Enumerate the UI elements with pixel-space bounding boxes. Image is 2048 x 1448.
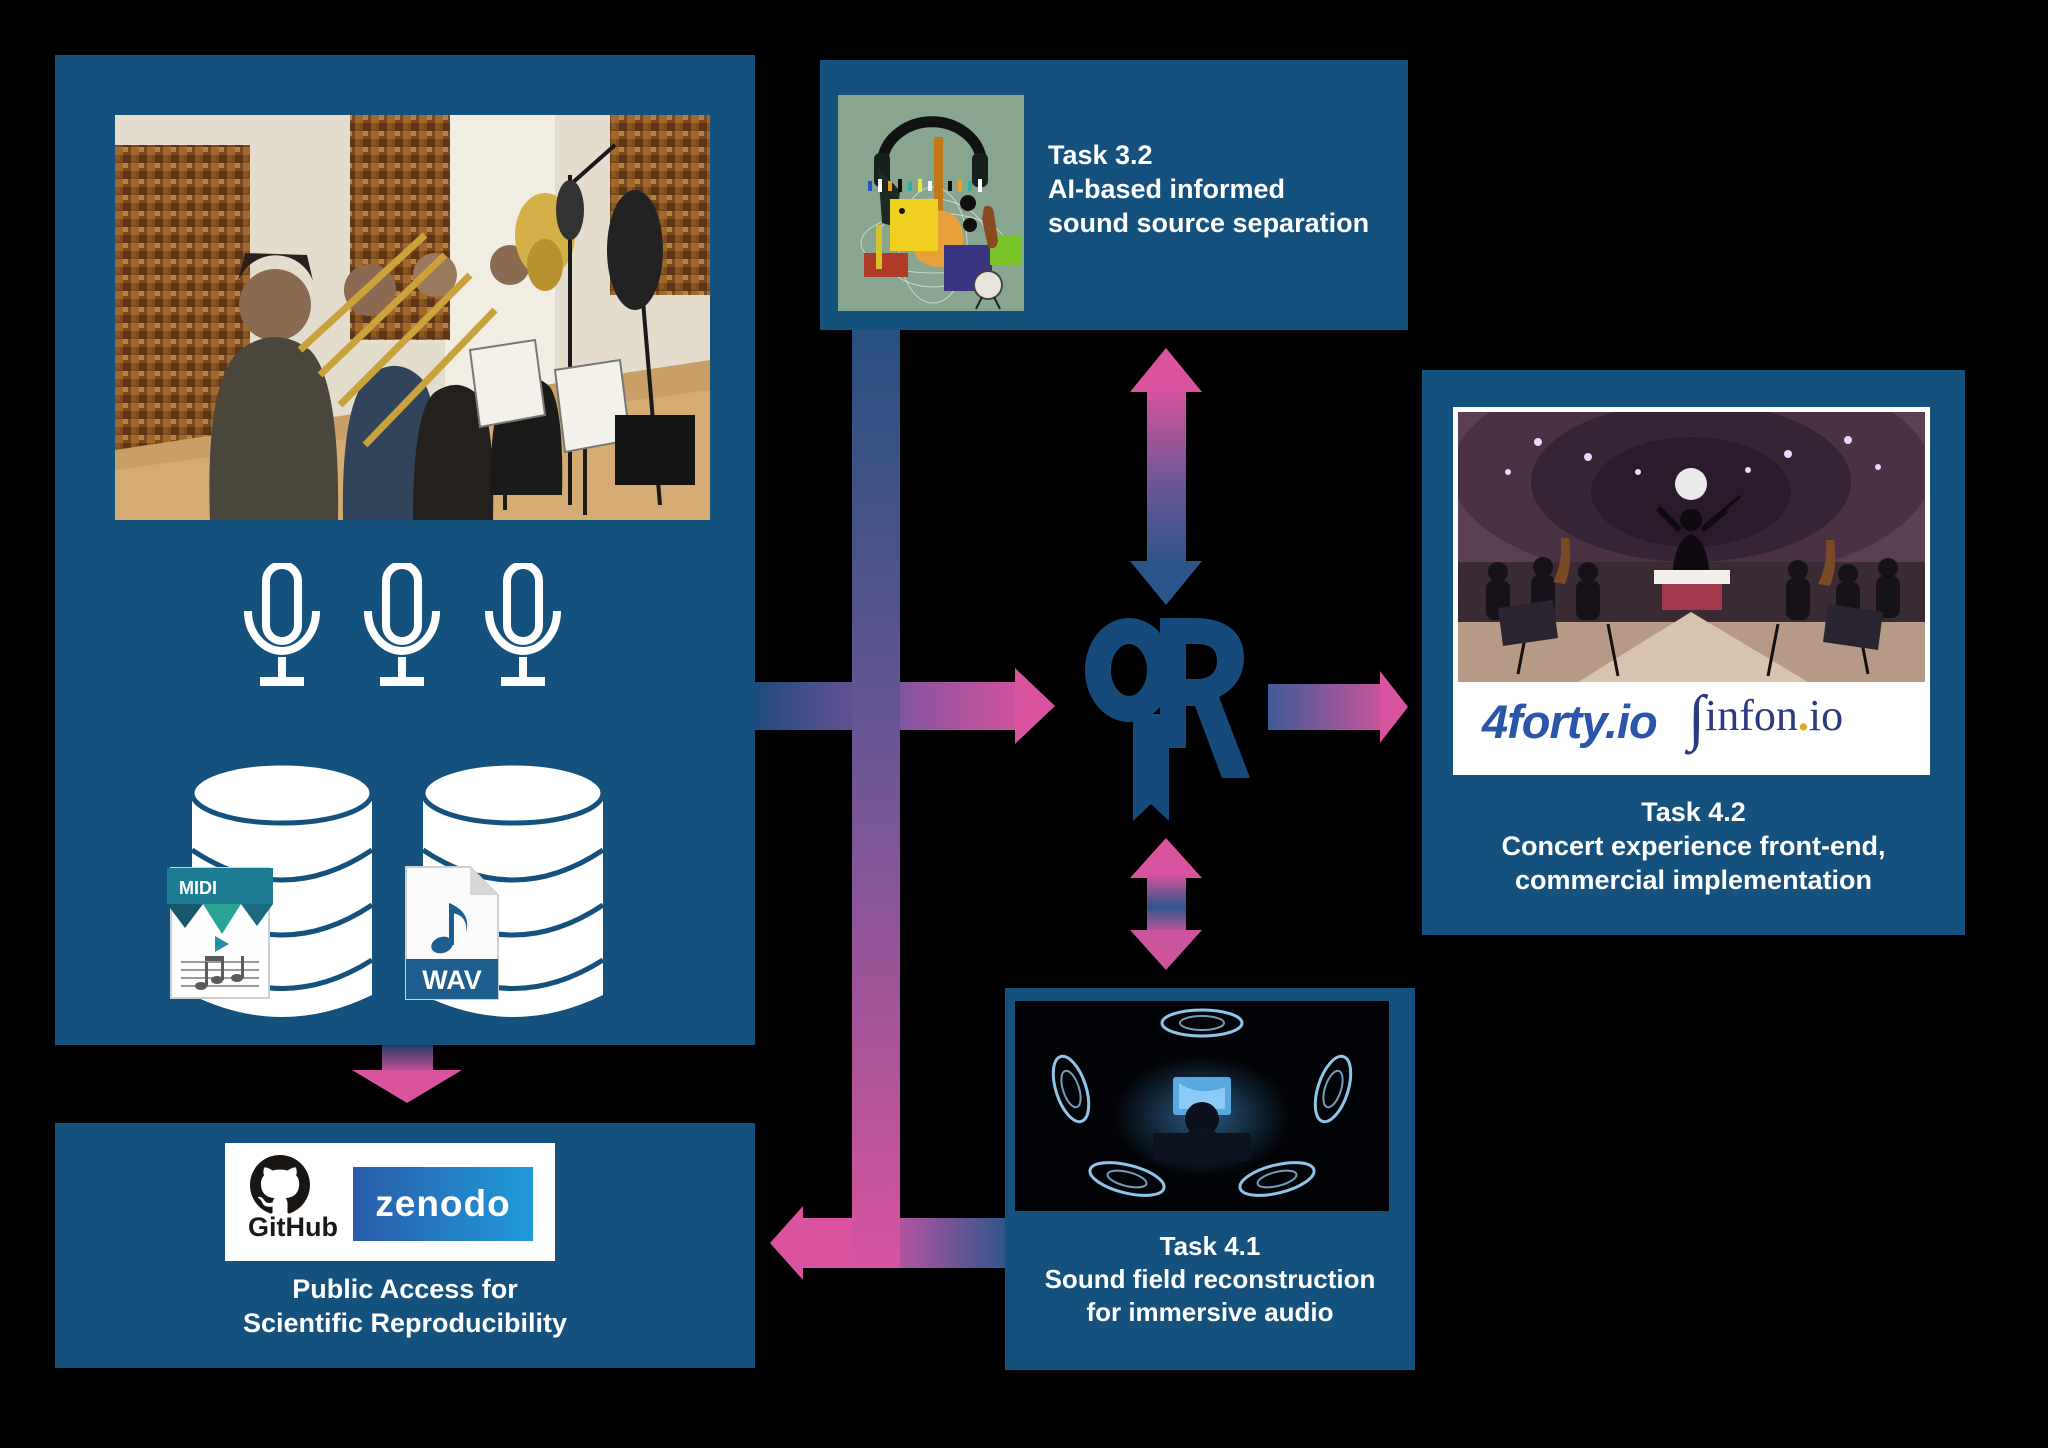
cello [1818,540,1836,586]
drum [973,270,1003,300]
task41-line2: Sound field reconstruction [1044,1264,1376,1294]
task42-title: Task 4.2 [1641,797,1746,827]
flow-bar-task32-down [852,330,900,1268]
trombones [297,232,498,448]
arrowhead-up [1130,348,1202,392]
public-access-box: GitHub zenodo Public Access for Scientif… [55,1123,755,1368]
task42-caption: Task 4.2 Concert experience front-end, c… [1422,795,1965,897]
arrow-data-to-public-head [352,1070,462,1103]
task41-caption: Task 4.1 Sound field reconstruction for … [1005,1230,1415,1329]
arrow-recordings-to-hub-head [1015,668,1055,744]
microphone-icon [244,563,320,686]
arrow-data-to-public [382,1045,433,1072]
microphone-icon [364,563,440,686]
music-stand [1498,600,1558,646]
soundfield-photo [1015,1001,1389,1211]
conductor [1655,494,1741,580]
task32-line3: sound source separation [1048,208,1370,238]
play-icon [215,936,229,952]
arrow-shaft [1147,874,1186,934]
arrow-hub-to-task42 [1268,684,1380,730]
task32-line2: AI-based informed [1048,174,1286,204]
score-stand [1654,570,1730,584]
arrowhead-down [1130,930,1202,970]
studio-recording-photo [115,115,710,520]
trumpet [876,225,882,269]
task32-box: Task 3.2 AI-based informed sound source … [820,60,1408,330]
album-art-source-separation [838,95,1024,311]
logo-ribbon [1133,714,1169,821]
desk [1153,1133,1251,1161]
task41-title: Task 4.1 [1159,1231,1261,1261]
arrow-hub-to-task42-head [1380,671,1408,743]
sinfon-dot: . [1797,691,1809,740]
wav-label: WAV [422,965,482,995]
violin [982,205,998,249]
public-access-line1: Public Access for [292,1274,518,1304]
octocat-icon [250,1155,310,1214]
task42-line2: Concert experience front-end, [1501,831,1886,861]
public-access-caption: Public Access for Scientific Reproducibi… [55,1272,755,1340]
task32-caption: Task 3.2 AI-based informed sound source … [1048,138,1369,240]
ceiling-lights [1505,436,1881,475]
arrow-shaft [1147,388,1186,565]
wav-file-icon: WAV [405,866,499,1000]
task42-box: 4forty.io ∫infon.io Task 4.2 Concert exp… [1422,370,1965,935]
guitar-neck [934,137,943,223]
note-glyph [431,903,468,954]
zenodo-logo: zenodo [353,1167,533,1241]
podium [1662,584,1722,610]
arrowhead-down [1130,561,1202,605]
task42-line3: commercial implementation [1514,865,1873,895]
yellow-square [890,199,938,251]
sinfonio-logo: ∫infon.io [1688,684,1844,752]
fourforty-logo: 4forty.io [1482,695,1658,748]
repertorium-r-logo [1085,618,1250,821]
microphone-icon [485,563,561,686]
arrow-task32-hub-bidirectional [1130,348,1203,605]
listener-head [1185,1102,1219,1136]
public-access-line2: Scientific Reproducibility [242,1308,568,1338]
cello [1553,538,1571,584]
sinfon-integral: ∫ [1688,684,1705,752]
red-rectangle [864,253,908,277]
music-stand [1823,604,1883,650]
arrow-task41-to-public-head [770,1206,803,1280]
midi-label: MIDI [179,878,217,898]
arrowhead-up [1130,838,1202,878]
task41-line3: for immersive audio [1086,1297,1334,1327]
github-label: GitHub [248,1212,338,1242]
task32-title: Task 3.2 [1048,140,1153,170]
speaker-rings [1051,1008,1353,1197]
headphones-icon [877,116,987,159]
studio-microphone [607,190,663,310]
arrow-task41-to-public [803,1218,1005,1268]
arrow-hub-task41-bidirectional [1130,838,1203,970]
task41-box: Task 4.1 Sound field reconstruction for … [1005,988,1415,1370]
midi-file-icon: MIDI [167,867,273,999]
recording-box: MIDI WAV [55,55,755,1045]
stool [615,415,695,485]
concert-360-photo [1458,412,1925,682]
music-notes [195,956,244,990]
sheet-music [468,338,547,429]
